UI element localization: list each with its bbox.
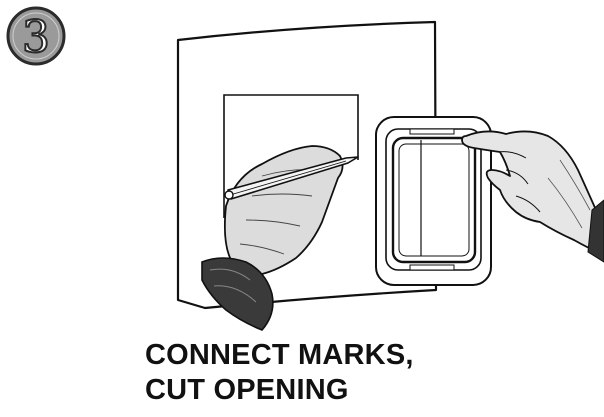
caption-line-2: CUT OPENING bbox=[145, 373, 414, 408]
step-caption: CONNECT MARKS, CUT OPENING bbox=[145, 338, 414, 408]
caption-line-1: CONNECT MARKS, bbox=[145, 338, 414, 373]
